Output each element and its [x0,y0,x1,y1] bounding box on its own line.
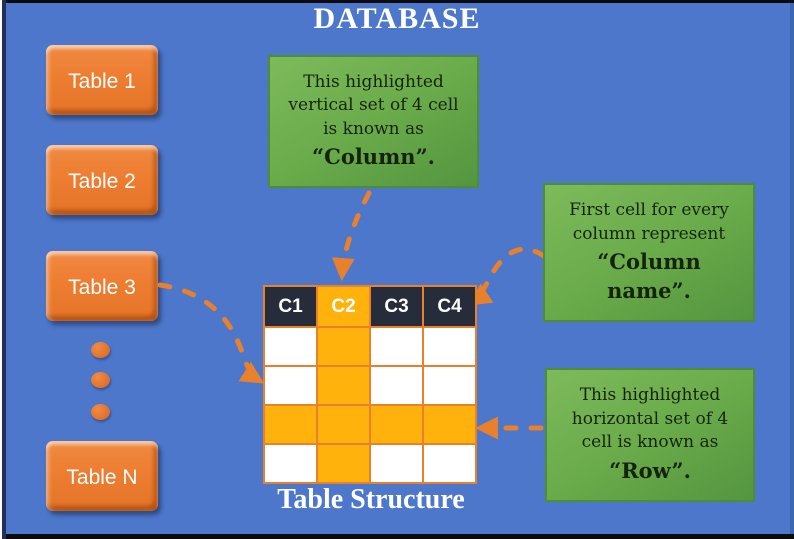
table-cell [424,406,475,443]
table-cell [424,328,475,365]
callout-column-name-term: “Column name”. [597,248,701,303]
ellipsis-dot [91,404,110,420]
table-cell [318,445,369,482]
callout-column-term: “Column”. [312,144,435,170]
frame-border-left [2,0,6,539]
table-cell [371,406,422,443]
callout-column-text: This highlighted vertical set of 4 cell … [288,71,459,139]
frame-border-top [0,0,794,3]
table-cell [318,328,369,365]
frame-border-right [790,3,794,534]
table-cell [318,367,369,404]
table-cell [265,328,316,365]
arrow-columnname-callout-to-c4 [467,246,547,306]
callout-row: This highlighted horizontal set of 4 cel… [545,368,755,502]
frame-border-bottom [0,534,794,539]
callout-row-term: “Row”. [609,457,691,483]
table-cell [318,406,369,443]
table-2-button[interactable]: Table 2 [46,145,158,215]
column-header: C4 [424,287,475,326]
frame-border-left-highlight [0,0,2,539]
ellipsis-dot [91,342,110,358]
table-3-button[interactable]: Table 3 [46,251,158,321]
table-cell [371,445,422,482]
arrow-column-callout-to-c2 [331,190,372,281]
table-1-button[interactable]: Table 1 [46,45,158,115]
table-cell [265,445,316,482]
column-header: C3 [371,287,422,326]
column-header: C1 [265,287,316,326]
callout-row-text: This highlighted horizontal set of 4 cel… [571,385,729,453]
ellipsis-dot [91,372,110,388]
column-header: C2 [318,287,369,326]
page-title: DATABASE [313,2,481,35]
callout-column: This highlighted vertical set of 4 cell … [268,55,479,188]
table-cell [424,367,475,404]
table-cell [371,367,422,404]
table-caption: Table Structure [277,484,465,515]
table-cell [371,328,422,365]
arrow-table3-to-table [157,282,265,384]
table-cell [424,445,475,482]
table-cell [265,406,316,443]
table-cell [265,367,316,404]
callout-column-name-text: First cell for every column represent [569,200,729,244]
callout-column-name: First cell for every column represent “C… [543,183,755,322]
table-n-button[interactable]: Table N [46,441,158,511]
